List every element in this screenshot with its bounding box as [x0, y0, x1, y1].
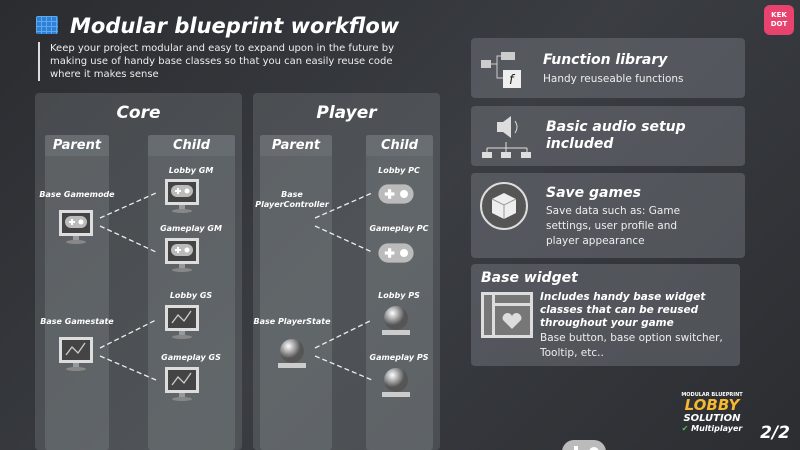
- gamemode-monitor-icon: [165, 238, 199, 272]
- gamestate-monitor-icon: [165, 305, 199, 339]
- page-indicator: 2/2: [760, 423, 790, 443]
- feature-title: Function library: [543, 52, 668, 68]
- product-tag: Multiplayer: [691, 424, 743, 433]
- node-label: Gameplay GM: [160, 224, 222, 233]
- widget-heart-icon: [481, 292, 533, 338]
- node-label: Gameplay PS: [369, 353, 429, 362]
- feature-title: Save games: [546, 185, 641, 201]
- save-cube-icon: [480, 182, 528, 230]
- node-label: Gameplay PC: [369, 224, 429, 233]
- feature-card-audio: Basic audio setup included: [471, 106, 745, 166]
- player-title: Player: [316, 103, 377, 123]
- svg-text:f: f: [509, 73, 516, 88]
- page-title: Modular blueprint workflow: [70, 14, 400, 38]
- node-label: Base Gamestate: [40, 317, 114, 326]
- node-label: Lobby GM: [168, 166, 214, 175]
- node-label: Gameplay GS: [161, 353, 221, 362]
- node-label: Base PlayerState: [253, 317, 331, 326]
- player-panel: Player Parent Child Base PlayerControlle…: [253, 93, 440, 450]
- feature-highlight: Includes handy base widget classes that …: [540, 291, 706, 329]
- parent-header: Parent: [260, 135, 332, 156]
- core-title: Core: [116, 103, 161, 123]
- product-main: LOBBY: [684, 396, 740, 414]
- blueprint-icon: [36, 16, 58, 34]
- node-label: Lobby GS: [169, 291, 213, 300]
- check-icon: ✔: [681, 424, 689, 433]
- core-parent-column: Parent: [45, 135, 109, 450]
- controller-icon: [376, 182, 416, 206]
- gamestate-monitor-icon: [165, 367, 199, 401]
- feature-card-base-widget: Base widget Includes handy base widget c…: [471, 264, 740, 366]
- feature-subtitle: Handy reuseable functions: [543, 73, 684, 85]
- gamemode-monitor-icon: [165, 179, 199, 213]
- page-description: Keep your project modular and easy to ex…: [38, 42, 418, 81]
- core-panel: Core Parent Child Base Gamemode Base Gam…: [35, 93, 242, 450]
- parent-header: Parent: [45, 135, 109, 156]
- feature-title: Base widget: [481, 270, 578, 286]
- speaker-icon: [482, 116, 531, 158]
- feature-subtitle: Base button, base option switcher, Toolt…: [540, 332, 723, 359]
- inheritance-arrows: [99, 192, 373, 381]
- product-logo: MODULAR BLUEPRINT LOBBY SOLUTION ✔ Multi…: [676, 392, 748, 433]
- feature-title: Basic audio setup included: [546, 119, 686, 152]
- core-child-column: Child: [148, 135, 235, 450]
- child-header: Child: [148, 135, 235, 156]
- gamemode-monitor-icon: [59, 210, 93, 244]
- node-label: Base Gamemode: [39, 190, 115, 199]
- product-sub: SOLUTION: [683, 413, 741, 424]
- feature-card-save-games: Save games Save data such as: Game setti…: [471, 173, 745, 258]
- gamestate-monitor-icon: [59, 337, 93, 371]
- node-label: Lobby PC: [378, 166, 420, 175]
- playerstate-sphere-icon: [382, 306, 410, 335]
- controller-icon: [560, 438, 608, 450]
- player-parent-column: Parent: [260, 135, 332, 450]
- feature-subtitle: Save data such as: Game settings, user p…: [546, 205, 681, 247]
- function-tree-icon: f: [481, 52, 521, 88]
- child-header: Child: [366, 135, 433, 156]
- playerstate-sphere-icon: [382, 368, 410, 397]
- node-label: Base PlayerController: [255, 190, 329, 209]
- feature-card-function-library: f Function library Handy reuseable funct…: [471, 38, 745, 98]
- controller-icon: [376, 241, 416, 265]
- product-top: MODULAR BLUEPRINT: [681, 392, 743, 398]
- node-label: Lobby PS: [378, 291, 420, 300]
- kekdot-logo: KEK DOT: [764, 5, 794, 35]
- playerstate-sphere-icon: [278, 339, 306, 368]
